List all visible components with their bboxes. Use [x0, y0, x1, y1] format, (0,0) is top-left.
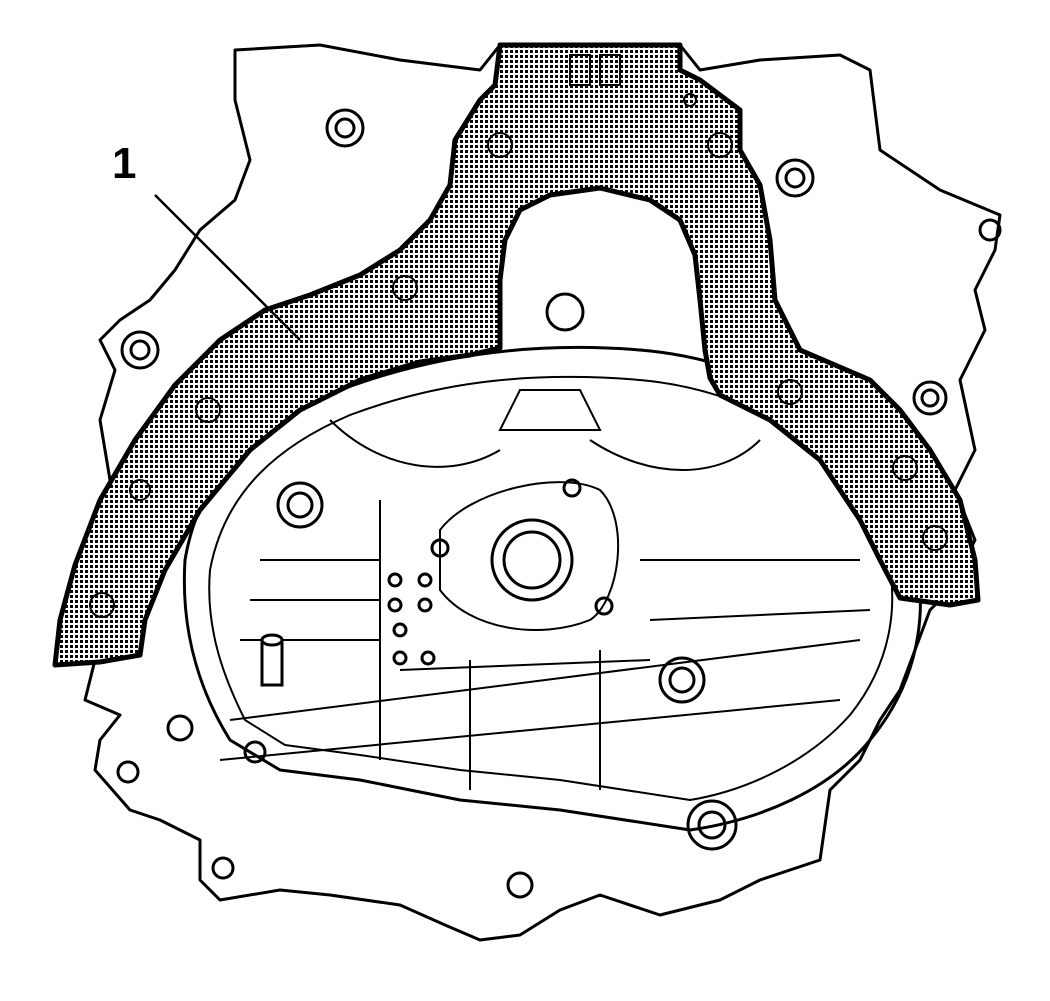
rear-cover-gasket [52, 42, 981, 668]
bolt-bosses [116, 108, 1002, 899]
oil-gallery-holes [387, 572, 436, 666]
callout-leader-line [154, 194, 301, 341]
crankshaft-seal-opening [430, 478, 614, 616]
crankcase-interior [219, 389, 871, 790]
dowel-stud [260, 633, 284, 687]
callout-label-1: 1 [112, 139, 136, 188]
engine-block-casting [83, 43, 1002, 942]
